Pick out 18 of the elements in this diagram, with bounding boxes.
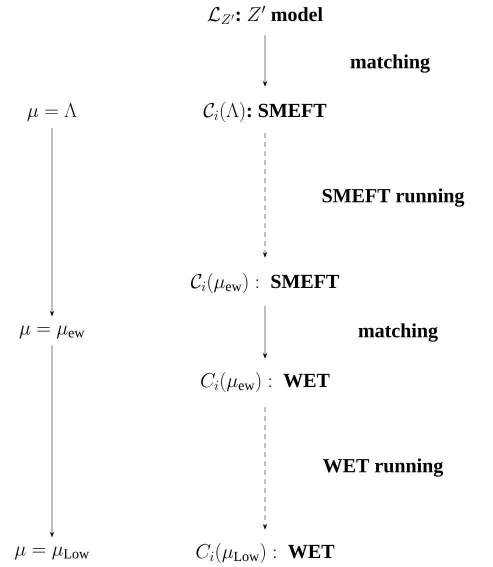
scale-label: $\mu=\mu_{\mathrm{Low}}$ (14, 546, 90, 560)
theory-label: $C_i(\mu_{\mathrm{Low}}):\ \textbf{WET}$ (196, 543, 334, 563)
edge-label: matching (358, 323, 438, 342)
arrow (263, 34, 267, 86)
arrow (50, 128, 54, 316)
scale-label: $\mu=\mu_{\mathrm{ew}}$ (20, 326, 84, 339)
arrow (263, 406, 267, 530)
theory-label: $\mathcal{C}_i(\mu_{\mathrm{ew}}):\ \textbf{SMEFT}$ (191, 273, 339, 293)
arrow (263, 132, 267, 258)
theory-label: $\mathcal{C}_i(\Lambda)\textbf{:}\ \textbf{SMEFT}$ (204, 102, 326, 122)
edge-label: matching (350, 54, 430, 73)
edge-label: SMEFT running (322, 188, 464, 207)
theory-label: $\mathcal{L}_{Z'}\textbf{:}\ Z'\ \textbf{model}$ (208, 6, 323, 24)
arrow (50, 345, 54, 538)
scale-label: $\mu=\Lambda$ (28, 102, 77, 122)
arrow (263, 306, 267, 358)
edge-label: WET running (322, 458, 444, 477)
theory-label: $C_i(\mu_{\mathrm{ew}}):\ \textbf{WET}$ (201, 372, 330, 392)
